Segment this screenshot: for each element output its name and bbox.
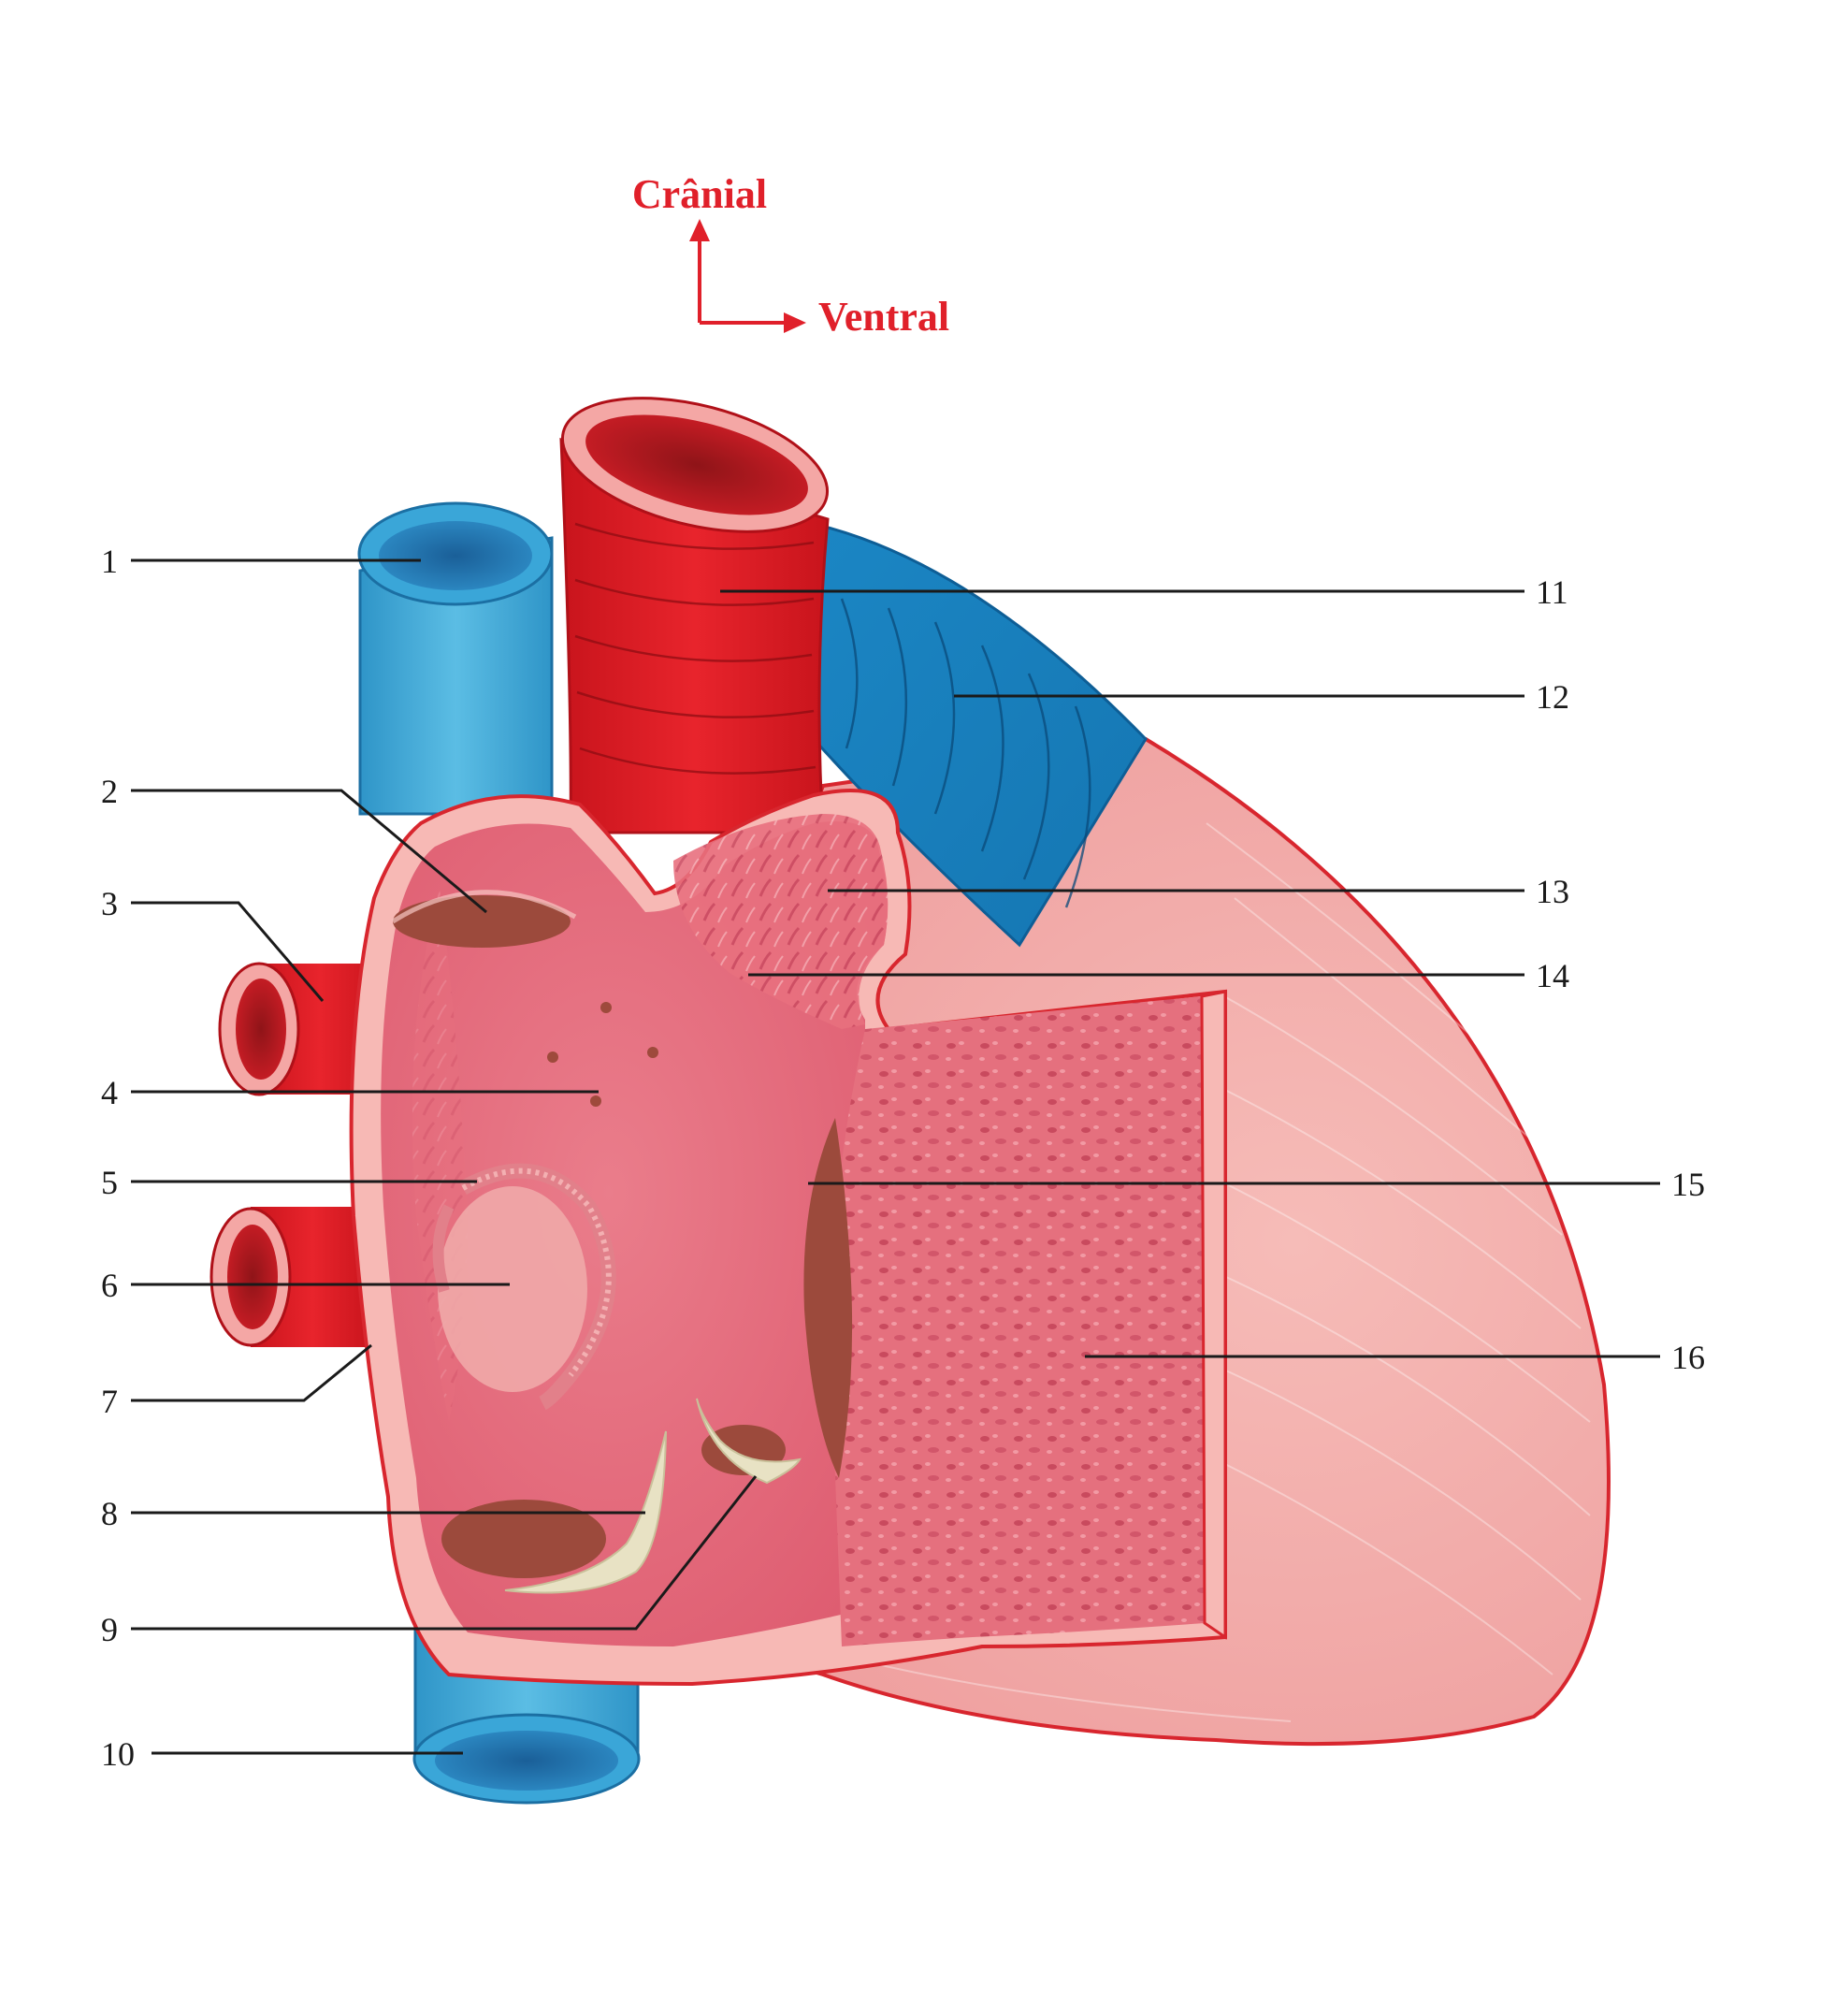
label-5: 5 <box>101 1164 118 1201</box>
opening-15 <box>803 1118 853 1478</box>
fossa-ovalis <box>438 1186 587 1392</box>
label-16: 16 <box>1671 1339 1705 1376</box>
label-11: 11 <box>1536 573 1568 611</box>
pulmonary-vein-lower <box>210 1207 374 1347</box>
label-1: 1 <box>101 543 118 580</box>
label-4: 4 <box>101 1074 118 1111</box>
orientation-right-label: Ventral <box>818 294 949 340</box>
cranial-vena-cava <box>357 501 554 816</box>
label-10: 10 <box>101 1735 135 1773</box>
orientation-up-label: Crânial <box>632 171 767 217</box>
leader-lines <box>131 558 1660 1755</box>
label-3: 3 <box>101 885 118 922</box>
small-foramina <box>547 1002 658 1107</box>
label-6: 6 <box>101 1267 118 1304</box>
label-2: 2 <box>101 773 118 810</box>
aorta <box>559 397 830 834</box>
label-8: 8 <box>101 1495 118 1532</box>
label-14: 14 <box>1536 957 1569 994</box>
number-labels: 1 2 3 4 5 6 7 8 9 10 11 12 13 14 15 16 <box>101 543 1705 1773</box>
label-12: 12 <box>1536 678 1569 716</box>
orientation-indicator: Crânial Ventral <box>632 171 949 340</box>
caudal-vena-cava-orifice <box>441 1500 606 1578</box>
ventricular-wall-section <box>831 996 1205 1646</box>
label-13: 13 <box>1536 873 1569 910</box>
cranial-vena-cava-orifice <box>393 895 571 948</box>
label-9: 9 <box>101 1611 118 1648</box>
valve-caudal-vena-cava <box>504 1430 667 1594</box>
label-15: 15 <box>1671 1166 1705 1203</box>
limbus-fossa-ovalis <box>459 1163 616 1411</box>
valve-coronary-sinus <box>696 1398 802 1485</box>
label-7: 7 <box>101 1383 118 1420</box>
